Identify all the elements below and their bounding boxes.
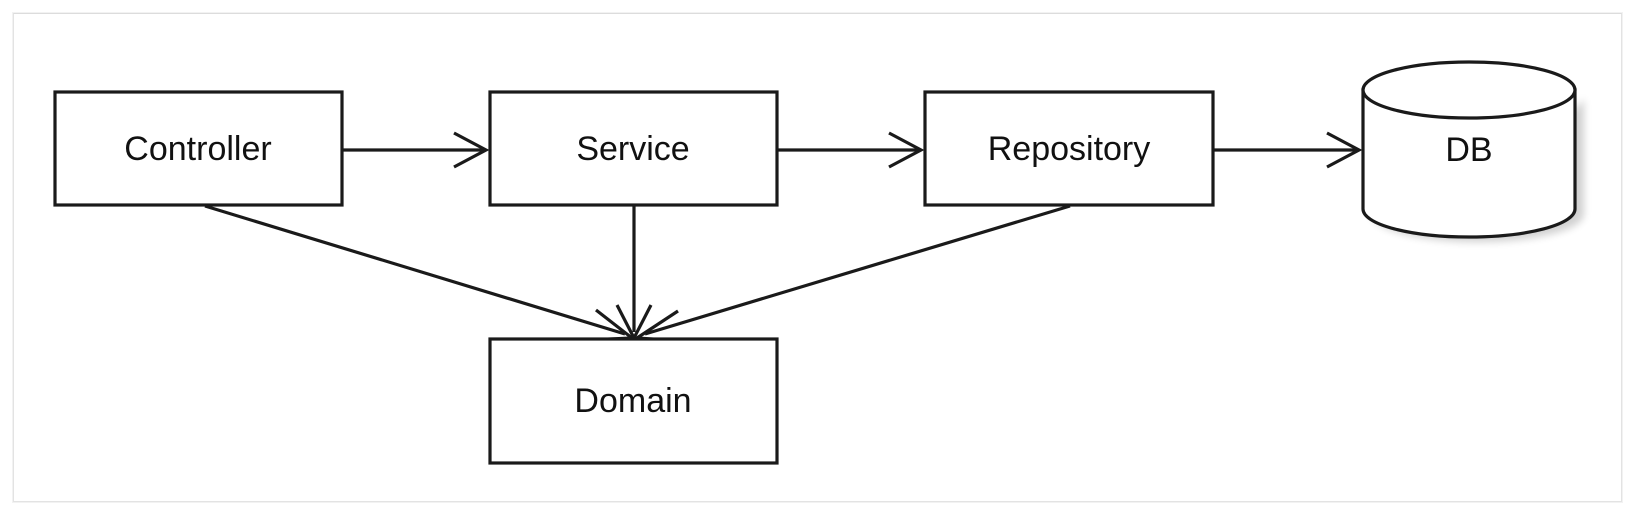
domain-label: Domain — [574, 382, 691, 420]
edge-service-to-domain[interactable] — [615, 206, 653, 342]
node-service[interactable]: Service — [488, 90, 779, 207]
db-label: DB — [1445, 131, 1492, 169]
controller-label: Controller — [124, 130, 271, 168]
node-db[interactable]: DB — [1361, 60, 1584, 242]
edge-controller-to-service[interactable] — [342, 131, 490, 169]
db-cylinder-body[interactable] — [1361, 88, 1577, 239]
repository-box[interactable] — [923, 90, 1215, 207]
db-cylinder-top — [1361, 60, 1577, 120]
node-repository[interactable]: Repository — [923, 90, 1215, 207]
node-controller[interactable]: Controller — [53, 90, 344, 207]
controller-box[interactable] — [53, 90, 344, 207]
service-label: Service — [576, 130, 689, 168]
edge-service-to-repository[interactable] — [777, 131, 925, 169]
domain-box[interactable] — [488, 337, 779, 465]
edge-controller-to-domain[interactable] — [204, 204, 637, 342]
edge-repository-to-domain[interactable] — [632, 204, 1071, 343]
node-domain[interactable]: Domain — [488, 337, 779, 465]
edge-repository-to-db[interactable] — [1213, 131, 1363, 169]
service-box[interactable] — [488, 90, 779, 207]
repository-label: Repository — [988, 130, 1151, 168]
